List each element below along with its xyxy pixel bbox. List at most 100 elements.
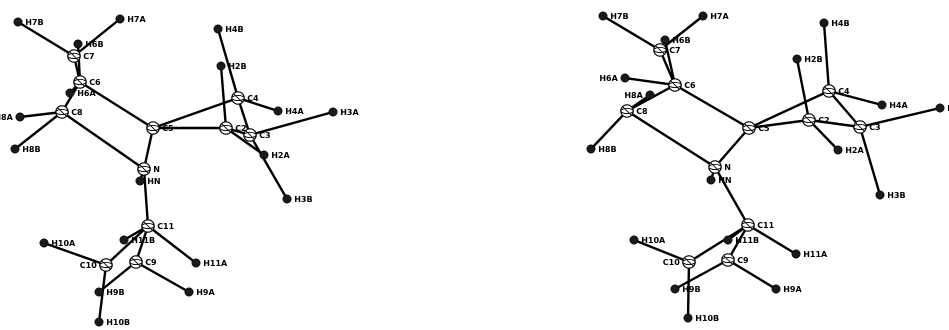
atom-ellipsoid (819, 18, 829, 28)
atom-ellipsoid-octant (245, 130, 255, 140)
atom-ellipsoid (119, 235, 129, 245)
atom-ellipsoid-octant (233, 93, 243, 103)
atom-ellipsoid-octant (743, 220, 753, 230)
atom-label: H6B (85, 40, 103, 49)
atom-label: H8A (0, 113, 14, 122)
atom-ellipsoid (213, 24, 223, 34)
atom-h7a: H7A (115, 14, 146, 24)
bond-c4-h4a (827, 89, 884, 107)
atom-label: H2B (804, 55, 822, 64)
atom-label: C8 (71, 108, 83, 117)
atom-label: H4A (889, 101, 908, 110)
atom-ellipsoid (877, 100, 887, 110)
atom-ellipsoid-band (219, 124, 233, 132)
atom-ellipsoid-band (243, 131, 257, 139)
atom-h4a: H4A (877, 100, 908, 110)
atom-label: H10B (106, 318, 130, 327)
atom-h6a: H6A (599, 73, 630, 83)
atom-ellipsoid-octant (75, 77, 85, 87)
atom-label: H3A (340, 108, 359, 117)
atom-label: H7B (25, 18, 43, 27)
atom-label: C7 (669, 46, 680, 55)
bond-c5-n (713, 126, 751, 169)
atom-ellipsoid-octant (710, 162, 720, 172)
atom-label: C2 (818, 116, 829, 125)
atom-ellipsoid (191, 258, 201, 268)
atom-label: H6A (599, 74, 618, 83)
bond-h7b-c7 (16, 20, 76, 58)
atom-ellipsoid-octant (148, 123, 158, 133)
atom-ellipsoid (115, 14, 125, 24)
bond-h7a-c7 (72, 17, 122, 58)
atom-hn: HN (135, 176, 161, 186)
atom-ellipsoid (670, 284, 680, 294)
atom-label: H10A (51, 239, 76, 248)
atom-label: HN (718, 176, 731, 185)
bond-c2-h2a (807, 118, 840, 152)
atom-label: C7 (83, 52, 94, 61)
atom-ellipsoid-band (742, 124, 756, 132)
atom-label: H8A (624, 91, 643, 100)
atom-label: H8B (598, 145, 616, 154)
atom-label: C11 (757, 221, 774, 230)
atom-ellipsoid (598, 11, 608, 21)
atom-ellipsoid-octant (824, 86, 834, 96)
atom-ellipsoid-octant (855, 122, 865, 132)
atom-ellipsoid-band (653, 46, 667, 54)
atom-h2a: H2A (259, 150, 290, 160)
atom-label: C4 (838, 87, 850, 96)
atom-c7: C7 (653, 43, 681, 57)
atom-label: H10B (695, 314, 719, 323)
atom-ellipsoid (791, 249, 801, 259)
atom-h8a: H8A (624, 90, 655, 100)
atom-ellipsoid (771, 284, 781, 294)
atom-ellipsoid (698, 11, 708, 21)
atom-ellipsoid (39, 238, 49, 248)
bond-c6-h6a (623, 76, 677, 87)
bond-c11-h11a (146, 224, 198, 265)
atom-label: H9B (682, 285, 700, 294)
atom-hn: HN (706, 175, 732, 185)
atom-ellipsoid-octant (670, 80, 680, 90)
atom-c8: C8 (620, 104, 648, 118)
atom-h10a: H10A (39, 238, 76, 248)
atom-ellipsoid-band (231, 94, 245, 102)
atom-ellipsoid-octant (221, 123, 231, 133)
atom-ellipsoid-band (137, 165, 151, 173)
atom-ellipsoid (94, 287, 104, 297)
atom-label: H11A (203, 259, 228, 268)
atom-ellipsoid (723, 235, 733, 245)
atom-label: N (724, 163, 731, 172)
atom-c4: C4 (822, 84, 850, 98)
bond-c10-h10a (42, 241, 108, 267)
atom-h11b: H11B (119, 235, 155, 245)
atom-h3b: H3B (875, 190, 906, 200)
bond-c3-h3b (248, 133, 289, 201)
atom-label: H7A (127, 15, 146, 24)
atom-label: H11B (131, 236, 155, 245)
bond-c6-c5 (673, 83, 751, 130)
atom-c3: C3 (853, 120, 881, 134)
bond-h2b-c2 (795, 57, 811, 122)
atom-ellipsoid-octant (69, 51, 79, 61)
atom-label: H3A (947, 104, 949, 113)
atom-c3: C3 (243, 128, 271, 142)
atom-c11: C11 (141, 219, 175, 233)
atom-label: C4 (247, 94, 259, 103)
atom-label: N (153, 165, 160, 174)
atom-h11a: H11A (791, 249, 828, 259)
atom-ellipsoid (660, 35, 670, 45)
atom-label: H4A (285, 107, 304, 116)
bond-c5-n (142, 126, 155, 171)
atom-ellipsoid-band (67, 52, 81, 60)
bond-c9-h9a (726, 258, 778, 291)
atom-h10a: H10A (629, 235, 666, 245)
atom-h11a: H11A (191, 258, 228, 268)
atom-h6a: H6A (65, 88, 96, 98)
atom-ellipsoid-band (822, 87, 836, 95)
atom-h6b: H6B (660, 35, 691, 45)
atom-ellipsoid-band (620, 107, 634, 115)
atom-label: H7A (710, 12, 729, 21)
atom-ellipsoid (282, 194, 292, 204)
bond-c4-c3 (827, 89, 862, 129)
